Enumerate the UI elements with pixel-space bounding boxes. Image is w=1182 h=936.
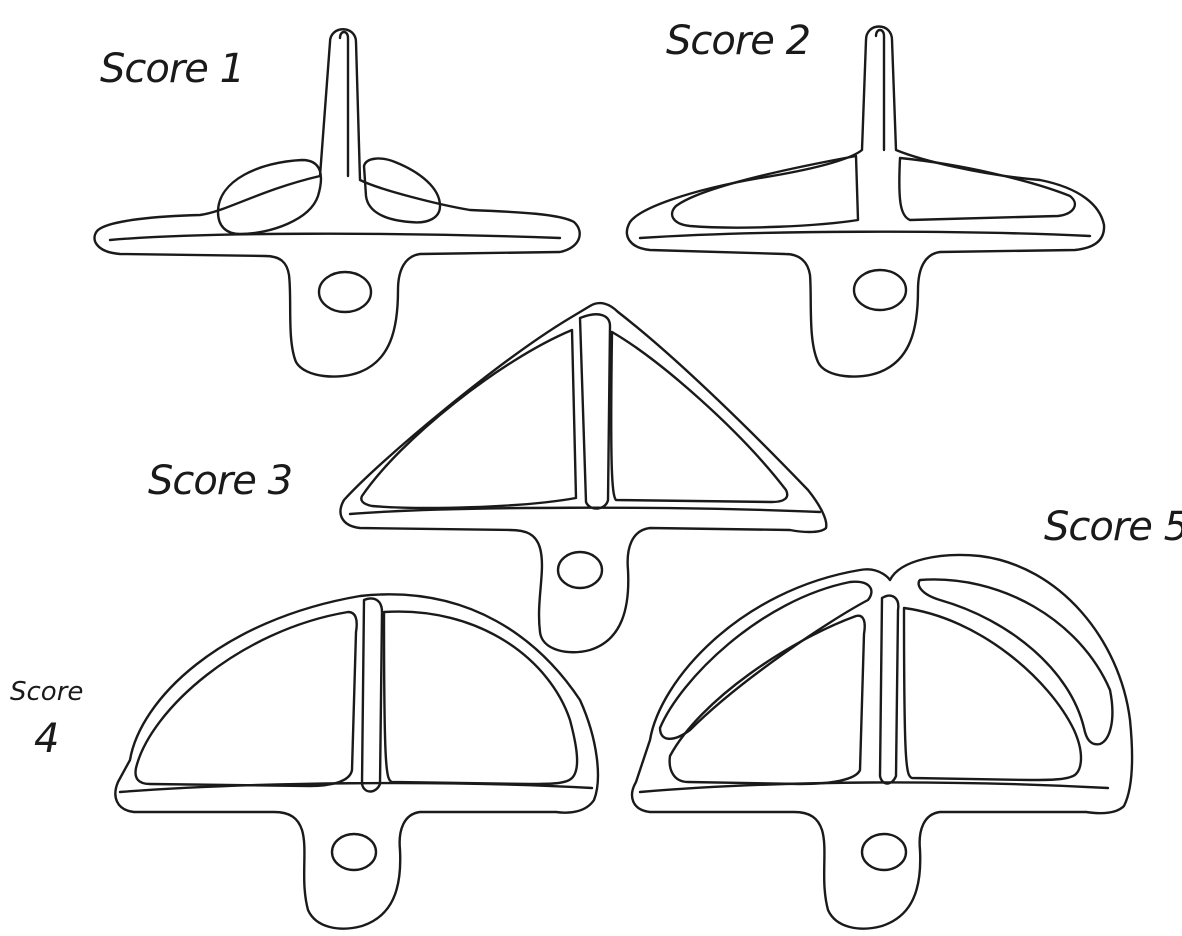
left-muscle-score-5 bbox=[670, 616, 865, 784]
vertebra-score-5 bbox=[632, 555, 1132, 929]
label-score-1: Score 1 bbox=[100, 46, 244, 92]
label-score-5: Score 5 bbox=[1044, 504, 1182, 550]
vertebral-foramen-score-1 bbox=[319, 272, 371, 312]
label-score-4-word: Score bbox=[10, 677, 83, 707]
left-muscle-score-1 bbox=[218, 160, 321, 234]
vertebral-foramen-score-4 bbox=[332, 834, 376, 870]
right-muscle-score-3 bbox=[611, 332, 787, 502]
vertebral-foramen-score-3 bbox=[558, 552, 602, 588]
right-muscle-score-1 bbox=[364, 159, 440, 223]
right-muscle-score-4 bbox=[384, 612, 577, 784]
right-muscle-score-5 bbox=[904, 608, 1081, 780]
vertebral-foramen-score-2 bbox=[854, 270, 906, 310]
vertebral-foramen-score-5 bbox=[862, 834, 906, 870]
right-muscle-score-2 bbox=[899, 158, 1075, 220]
vertebra-score-4 bbox=[115, 594, 598, 928]
label-score-4-number: 4 bbox=[34, 716, 59, 762]
left-muscle-score-3 bbox=[361, 330, 576, 508]
label-score-2: Score 2 bbox=[666, 18, 810, 64]
label-score-3: Score 3 bbox=[148, 458, 292, 504]
vertebra-score-3 bbox=[341, 303, 827, 652]
left-muscle-score-4 bbox=[136, 612, 357, 786]
vertebra-score-2 bbox=[627, 27, 1104, 377]
